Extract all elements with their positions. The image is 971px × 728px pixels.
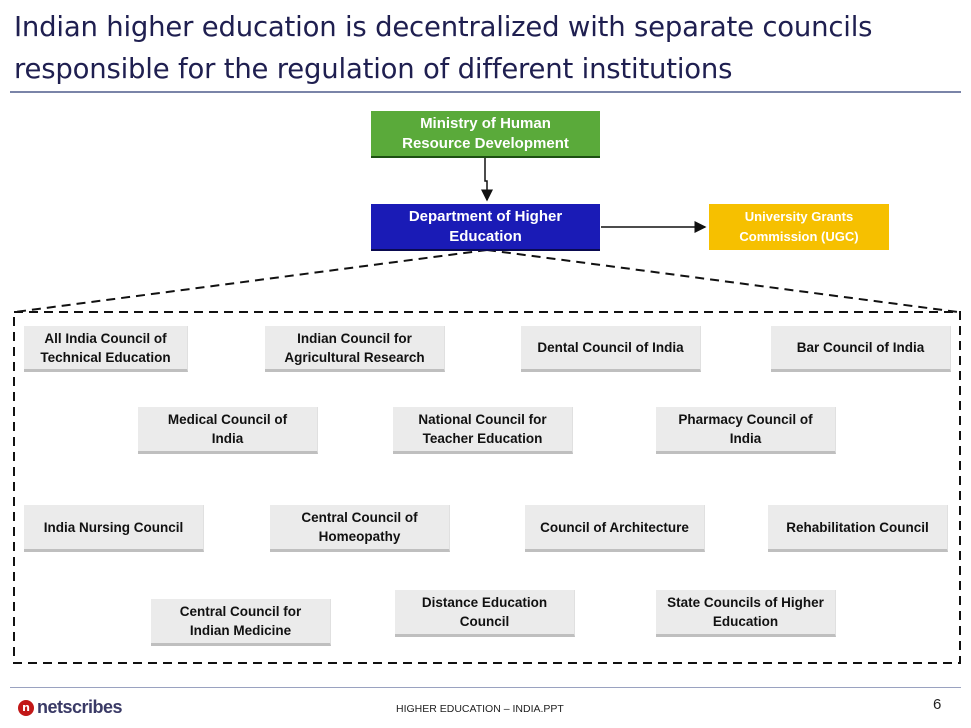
council-box: Pharmacy Council of India xyxy=(656,407,836,454)
logo-mark-icon: n xyxy=(18,699,34,716)
ministry-to-department-arrow xyxy=(481,157,493,202)
council-box: State Councils of Higher Education xyxy=(656,590,836,637)
logo-text: netscribes xyxy=(37,697,123,717)
council-box: Bar Council of India xyxy=(771,326,951,372)
company-logo: n netscribes xyxy=(18,697,123,718)
footer-file-name: HIGHER EDUCATION – INDIA.PPT xyxy=(396,703,564,715)
councils-group-border xyxy=(13,311,961,664)
council-box: Medical Council of India xyxy=(138,407,318,454)
council-box: Council of Architecture xyxy=(525,505,705,552)
council-box: Distance Education Council xyxy=(395,590,575,637)
fan-line-right xyxy=(486,249,959,313)
title-divider xyxy=(10,91,961,93)
council-box: All India Council of Technical Education xyxy=(24,326,188,372)
council-box: India Nursing Council xyxy=(24,505,204,552)
council-box: National Council for Teacher Education xyxy=(393,407,573,454)
footer-divider xyxy=(10,687,961,688)
fan-line-left xyxy=(14,249,488,313)
slide-title: Indian higher education is decentralized… xyxy=(14,11,873,85)
council-box: Indian Council for Agricultural Research xyxy=(265,326,445,372)
ministry-box: Ministry of Human Resource Development xyxy=(371,111,600,158)
council-box: Central Council for Indian Medicine xyxy=(151,599,331,646)
council-box: Rehabilitation Council xyxy=(768,505,948,552)
council-box: Dental Council of India xyxy=(521,326,701,372)
department-box: Department of Higher Education xyxy=(371,204,600,251)
page-number: 6 xyxy=(933,696,942,713)
council-box: Central Council of Homeopathy xyxy=(270,505,450,552)
ugc-box: University Grants Commission (UGC) xyxy=(709,204,889,250)
